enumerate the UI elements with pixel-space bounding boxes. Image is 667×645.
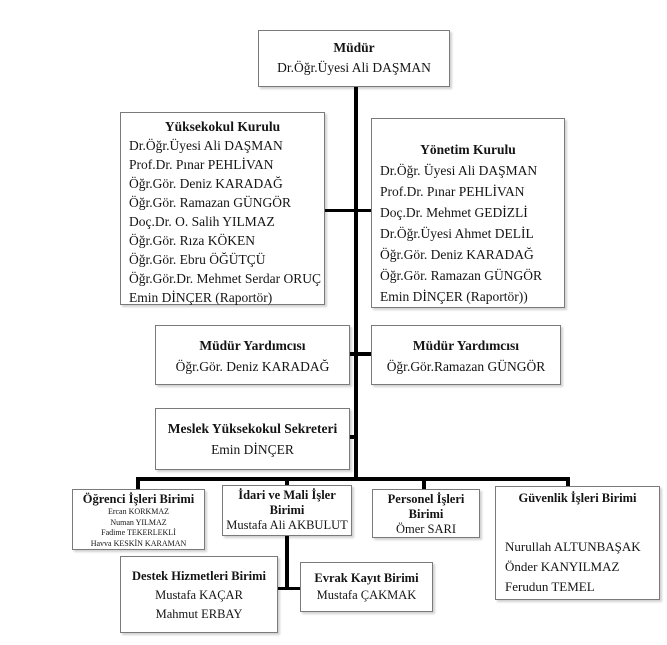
box-title: Destek Hizmetleri Birimi — [132, 569, 266, 583]
org-box-sekreter: Meslek Yüksekokul Sekreteri Emin DİNÇER — [155, 408, 350, 470]
org-box-mudur-yardimcisi-sol: Müdür Yardımcısı Öğr.Gör. Deniz KARADAĞ — [155, 325, 350, 385]
org-box-guvenlik-isleri: Güvenlik İşleri Birimi Nurullah ALTUNBAŞ… — [495, 486, 660, 600]
box-title: Personel İşleri Birimi — [387, 492, 465, 521]
box-title: Müdür Yardımcısı — [199, 338, 306, 353]
connector-drop-personel — [422, 477, 426, 490]
box-title: Güvenlik İşleri Birimi — [518, 491, 637, 505]
box-title: Öğrenci İşleri Birimi — [82, 492, 195, 506]
member: Dr.Öğr. Üyesi Ali DAŞMAN — [380, 163, 538, 178]
connector-destek-evrak-stub — [278, 587, 300, 590]
connector-trunk-vertical — [354, 87, 358, 481]
member: Önder KANYILMAZ — [505, 559, 620, 574]
connector-sekreter-stub — [349, 435, 358, 439]
member: Ferudun TEMEL — [505, 579, 595, 594]
org-box-mudur-yardimcisi-sag: Müdür Yardımcısı Öğr.Gör.Ramazan GÜNGÖR — [371, 325, 561, 385]
member: Emin DİNÇER (Raportör) — [129, 290, 273, 305]
member: Öğr.Gör. Deniz KARADAĞ — [380, 247, 534, 262]
member: Emin DİNÇER — [211, 442, 294, 457]
connector-drop-idari — [285, 477, 289, 486]
box-title: Yüksekokul Kurulu — [164, 119, 281, 134]
member: Öğr.Gör. Ebru ÖĞÜTÇÜ — [129, 252, 266, 267]
member-list: Nurullah ALTUNBAŞAK Önder KANYILMAZ Feru… — [496, 537, 659, 597]
org-box-mudur: Müdür Dr.Öğr.Üyesi Ali DAŞMAN — [258, 30, 450, 87]
member: Fadime TEKERLEKLİ — [101, 528, 176, 537]
member: Öğr.Gör. Rıza KÖKEN — [129, 233, 255, 248]
connector-yardimci-horizontal — [346, 352, 372, 356]
box-title: Müdür Yardımcısı — [412, 338, 520, 353]
member: Öğr.Gör.Dr. Mehmet Serdar ORUÇ — [129, 271, 321, 286]
member: Dr.Öğr.Üyesi Ali DAŞMAN — [129, 138, 283, 153]
org-box-idari-mali-isler: İdari ve Mali İşler Birimi Mustafa Ali A… — [222, 485, 352, 536]
connector-bottom-horizontal — [136, 477, 570, 481]
member: Ercan KORKMAZ — [107, 507, 170, 516]
member: Öğr.Gör. Deniz KARADAĞ — [175, 359, 330, 374]
box-title: Müdür — [333, 40, 375, 55]
box-title: Yönetim Kurulu — [420, 142, 516, 157]
org-box-yuksekokul-kurulu: Yüksekokul Kurulu Dr.Öğr.Üyesi Ali DAŞMA… — [120, 112, 325, 305]
member: Havva KESKİN KARAMAN — [90, 538, 187, 548]
connector-drop-ogrenci — [136, 477, 140, 490]
box-title: Evrak Kayıt Birimi — [314, 571, 419, 585]
member: Öğr.Gör. Deniz KARADAĞ — [129, 176, 283, 191]
org-box-destek-hizmetleri: Destek Hizmetleri Birimi Mustafa KAÇAR M… — [120, 556, 278, 633]
org-box-yonetim-kurulu: Yönetim Kurulu Dr.Öğr. Üyesi Ali DAŞMAN … — [371, 118, 565, 308]
member: Nurullah ALTUNBAŞAK — [505, 539, 641, 554]
member: Mustafa KAÇAR — [155, 588, 243, 602]
org-box-evrak-kayit: Evrak Kayıt Birimi Mustafa ÇAKMAK — [300, 562, 433, 612]
member: Prof.Dr. Pınar PEHLİVAN — [129, 157, 274, 172]
member: Öğr.Gör.Ramazan GÜNGÖR — [386, 359, 546, 374]
member: Dr.Öğr.Üyesi Ahmet DELİL — [380, 226, 534, 241]
member: Doç.Dr. Mehmet GEDİZLİ — [380, 205, 528, 220]
member: Öğr.Gör. Ramazan GÜNGÖR — [129, 195, 291, 210]
org-box-personel-isleri: Personel İşleri Birimi Ömer SARI — [372, 489, 480, 538]
member: Mustafa Ali AKBULUT — [226, 518, 348, 532]
member: Mahmut ERBAY — [155, 607, 243, 621]
member: Dr.Öğr.Üyesi Ali DAŞMAN — [277, 60, 431, 75]
member: Emin DİNÇER (Raportör)) — [380, 289, 528, 304]
member: Prof.Dr. Pınar PEHLİVAN — [380, 184, 525, 199]
member: Öğr.Gör. Ramazan GÜNGÖR — [380, 268, 542, 283]
box-title: Meslek Yüksekokul Sekreteri — [167, 421, 338, 436]
connector-drop-guvenlik — [566, 477, 570, 487]
connector-kurul-horizontal — [325, 209, 371, 212]
member: Ömer SARI — [395, 522, 457, 536]
member: Mustafa ÇAKMAK — [316, 588, 417, 602]
member: Numan YILMAZ — [110, 517, 167, 527]
member: Doç.Dr. O. Salih YILMAZ — [129, 214, 275, 229]
org-box-ogrenci-isleri: Öğrenci İşleri Birimi Ercan KORKMAZ Numa… — [72, 489, 205, 550]
connector-idari-down-vertical — [285, 535, 289, 590]
box-title: İdari ve Mali İşler Birimi — [238, 488, 336, 517]
